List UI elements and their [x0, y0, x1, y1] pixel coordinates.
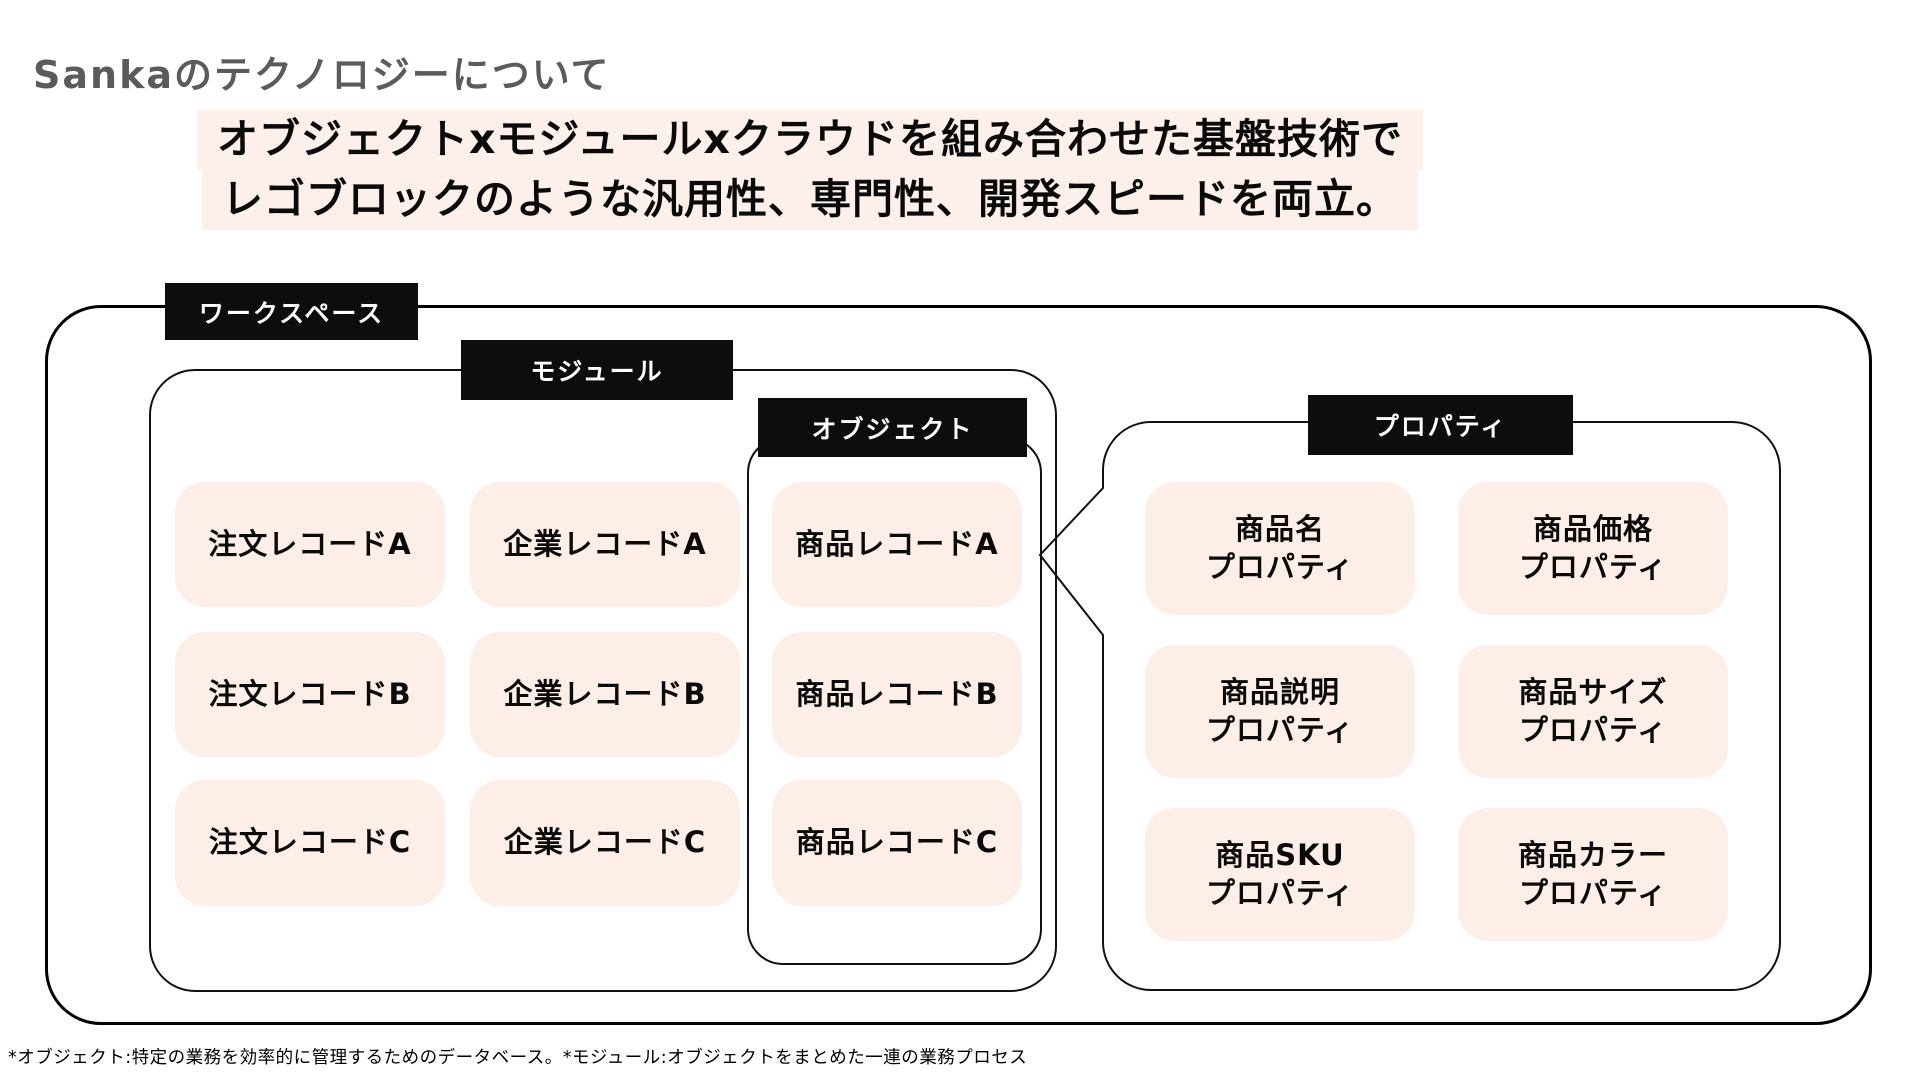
property-card-line2: プロパティ — [1205, 875, 1355, 910]
property-card-line1: 商品SKU — [1215, 837, 1345, 872]
page-title: Sankaのテクノロジーについて — [33, 53, 611, 97]
record-card: 企業レコードB — [470, 632, 740, 757]
object-label: オブジェクト — [758, 398, 1027, 457]
property-card-line2: プロパティ — [1205, 549, 1355, 584]
record-card: 注文レコードC — [175, 780, 445, 906]
headline-line-1: オブジェクトxモジュールxクラウドを組み合わせた基盤技術で — [196, 110, 1424, 170]
headline: オブジェクトxモジュールxクラウドを組み合わせた基盤技術で レゴブロックのような… — [196, 110, 1424, 230]
record-card: 注文レコードA — [175, 482, 445, 607]
property-card-line2: プロパティ — [1518, 549, 1668, 584]
record-card: 注文レコードB — [175, 632, 445, 757]
property-card-line1: 商品価格 — [1532, 511, 1653, 546]
property-label: プロパティ — [1308, 395, 1573, 455]
property-card: 商品SKU プロパティ — [1145, 808, 1415, 941]
module-label: モジュール — [461, 340, 733, 400]
record-card: 商品レコードB — [772, 632, 1022, 757]
property-card-line1: 商品名 — [1234, 511, 1325, 546]
property-card-line1: 商品サイズ — [1518, 674, 1668, 709]
property-card-line1: 商品説明 — [1219, 674, 1340, 709]
workspace-label: ワークスペース — [165, 283, 418, 340]
property-card-line1: 商品カラー — [1517, 837, 1668, 872]
property-card: 商品名 プロパティ — [1145, 482, 1415, 615]
property-card: 商品説明 プロパティ — [1145, 645, 1415, 778]
record-card: 企業レコードC — [470, 780, 740, 906]
record-card: 商品レコードA — [772, 482, 1022, 607]
property-card-line2: プロパティ — [1518, 712, 1668, 747]
headline-line-2: レゴブロックのような汎用性、専門性、開発スピードを両立。 — [202, 170, 1418, 230]
property-card-line2: プロパティ — [1518, 875, 1668, 910]
property-card-line2: プロパティ — [1205, 712, 1355, 747]
record-card: 企業レコードA — [470, 482, 740, 607]
property-card: 商品価格 プロパティ — [1458, 482, 1728, 615]
property-card: 商品サイズ プロパティ — [1458, 645, 1728, 778]
record-card: 商品レコードC — [772, 780, 1022, 906]
property-card: 商品カラー プロパティ — [1458, 808, 1728, 941]
footnote: *オブジェクト:特定の業務を効率的に管理するためのデータベース。*モジュール:オ… — [8, 1048, 1028, 1068]
workspace-box — [45, 305, 1872, 1025]
